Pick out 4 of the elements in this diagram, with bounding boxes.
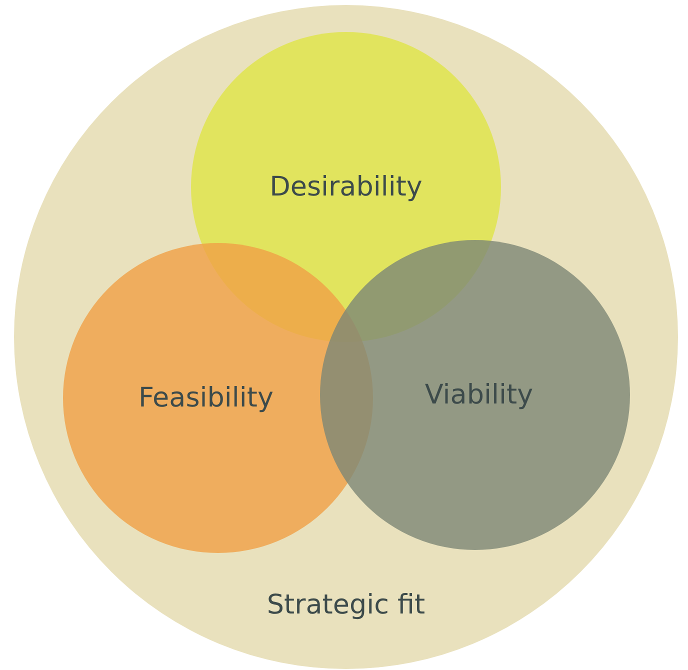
circle-label: Strategic fit (266, 590, 426, 620)
circle-label: Feasibility (138, 382, 274, 414)
circle-label: Viability (424, 380, 534, 410)
circle-label: Desirability (270, 172, 422, 202)
